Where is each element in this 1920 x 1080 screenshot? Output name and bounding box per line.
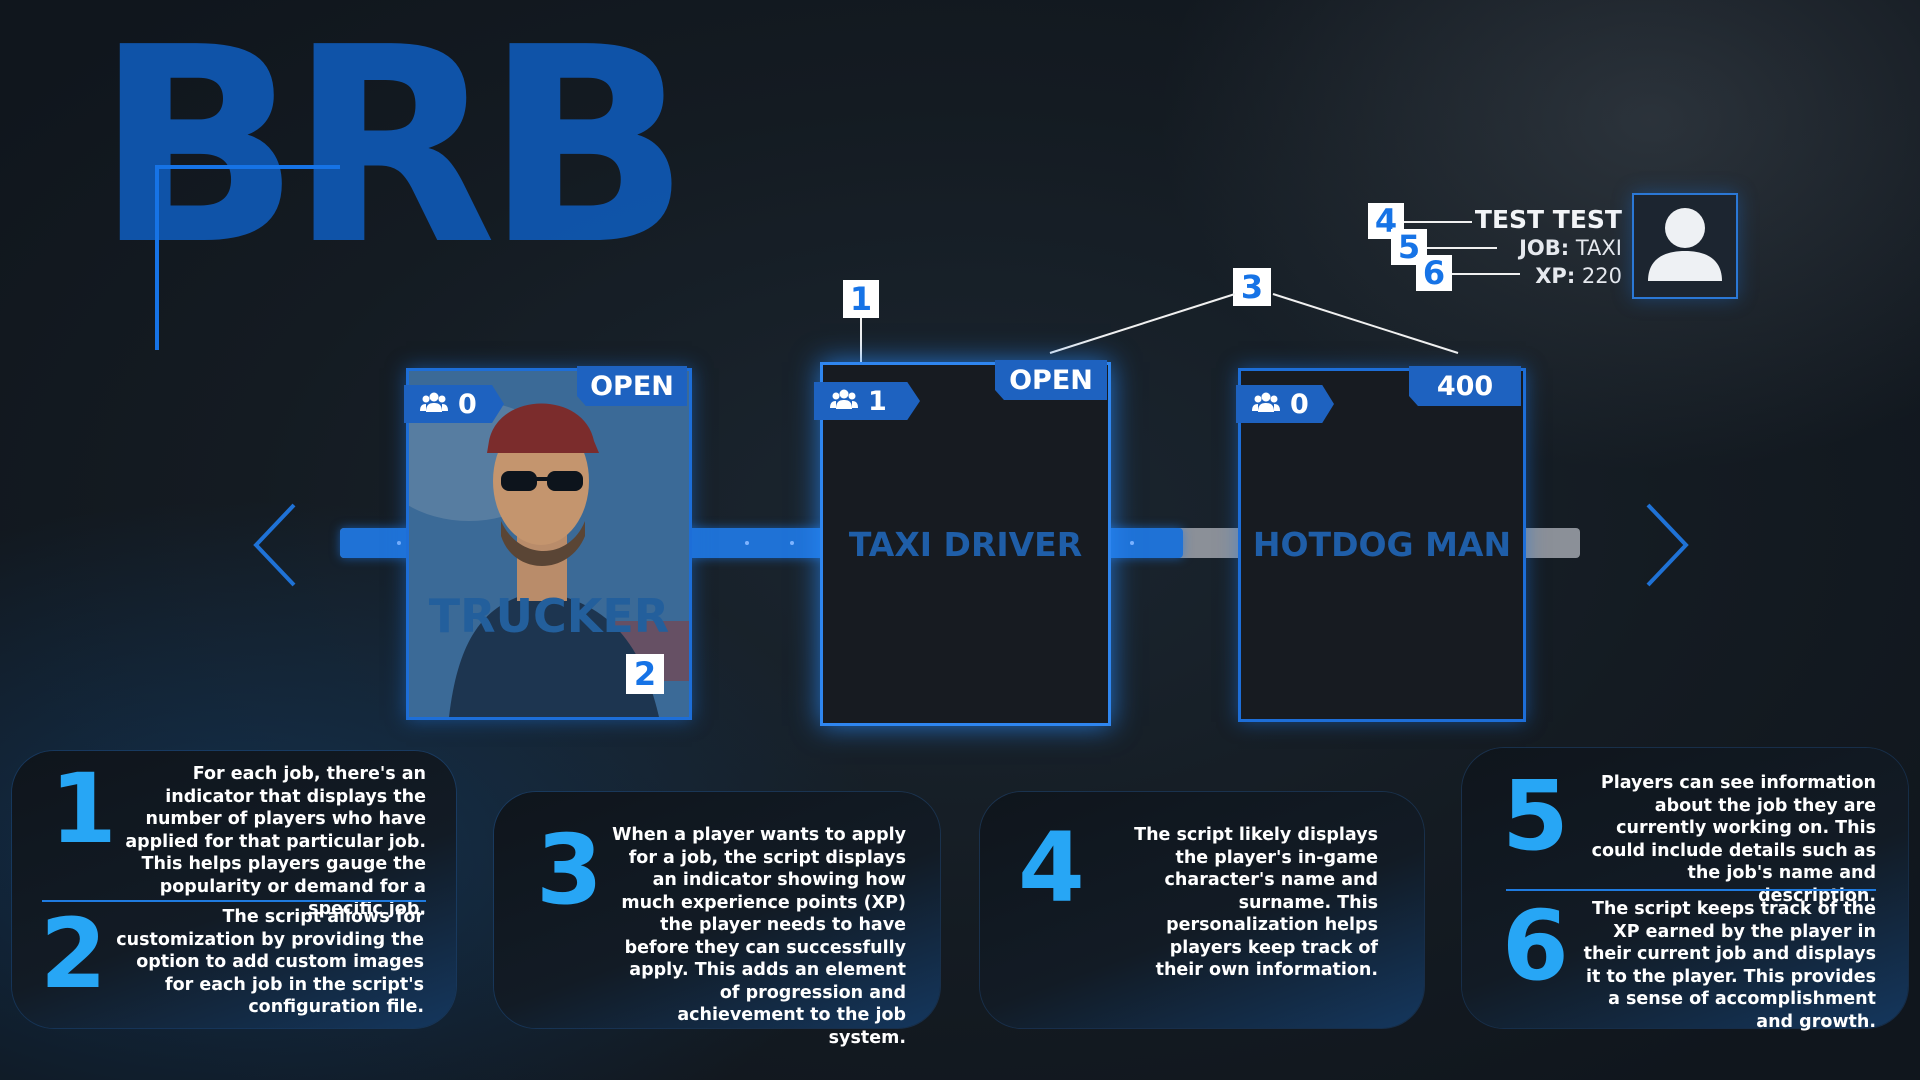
job-image [409,371,689,717]
info-number: 4 [1018,812,1085,924]
callout-leader-1 [860,318,862,374]
info-box-1-2: 1 For each job, there's an indicator tha… [12,751,456,1028]
info-divider [1506,889,1876,891]
carousel-prev-button[interactable] [250,500,300,590]
info-text: The script allows for customization by p… [116,907,424,1017]
info-text: The script keeps track of the XP earned … [1583,899,1876,1032]
info-number: 2 [40,898,107,1010]
player-avatar [1632,193,1738,299]
callout-leader-5 [1427,247,1497,249]
applicants-count: 1 [868,385,887,417]
info-box-5-6: 5 Players can see information about the … [1462,748,1908,1032]
track-dot [790,541,794,545]
callout-2: 2 [626,654,664,694]
callout-6: 6 [1416,255,1452,291]
applicants-count: 0 [1290,388,1309,420]
callout-leader-3 [1049,293,1459,354]
brb-logo: BRB [95,0,690,304]
info-number: 3 [536,814,603,926]
xp-label: XP: [1535,264,1576,288]
callout-3: 3 [1233,268,1271,306]
xp-value: 220 [1581,264,1622,288]
job-label: JOB: [1519,236,1570,260]
job-name: TAXI DRIVER [848,525,1083,564]
logo-accent-line [155,165,159,350]
group-icon [1252,389,1280,420]
info-number: 1 [50,753,117,865]
applicants-count: 0 [458,388,477,420]
group-icon [420,389,448,420]
applicants-badge: 1 [814,382,920,420]
job-card-trucker[interactable]: TRUCKER 0 OPEN 2 [404,366,692,720]
carousel-next-button[interactable] [1642,500,1692,590]
info-text: The script likely displays the player's … [1134,825,1378,980]
track-dot [745,541,749,545]
logo-accent-line [155,165,340,169]
chevron-right-icon [1646,503,1689,587]
callout-1: 1 [843,280,879,318]
player-job: JOB: TAXI [1519,236,1622,260]
user-avatar-icon [1648,208,1722,281]
job-status-badge: OPEN [995,360,1107,400]
player-name: TEST TEST [1474,205,1622,234]
info-text: When a player wants to apply for a job, … [612,825,906,1048]
info-number: 5 [1502,760,1569,872]
player-xp: XP: 220 [1535,264,1622,288]
job-value: TAXI [1575,236,1622,260]
callout-5: 5 [1391,229,1427,265]
job-card-hotdog-man[interactable]: HOTDOG MAN 0 400 [1236,366,1526,722]
info-divider [42,900,426,902]
group-icon [830,386,858,417]
info-box-4: 4 The script likely displays the player'… [980,792,1424,1028]
applicants-badge: 0 [1236,385,1334,423]
trucker-portrait [409,371,689,717]
callout-leader-4 [1404,221,1472,223]
track-dot [1130,541,1134,545]
applicants-badge: 0 [404,385,504,423]
callout-leader-6 [1452,273,1520,275]
chevron-left-icon [253,503,296,587]
info-box-3: 3 When a player wants to apply for a job… [494,792,940,1048]
track-dot [397,541,401,545]
job-card-taxi-driver[interactable]: TAXI DRIVER 1 OPEN [814,360,1111,726]
info-number: 6 [1502,890,1569,1002]
info-text: For each job, there's an indicator that … [125,764,426,919]
job-name: HOTDOG MAN [1252,525,1512,564]
job-xp-requirement-badge: 400 [1409,366,1521,406]
info-text: Players can see information about the jo… [1591,773,1876,906]
job-name: TRUCKER [428,589,670,643]
job-status-badge: OPEN [577,366,687,406]
